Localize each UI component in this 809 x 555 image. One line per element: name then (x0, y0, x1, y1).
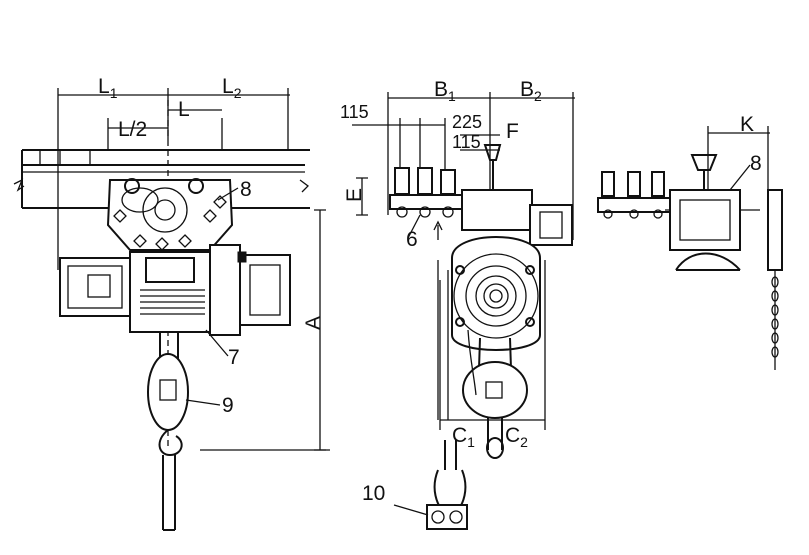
rail-clamps-side (389, 167, 481, 240)
label-dim-115b: 115 (452, 132, 481, 152)
front-view (13, 88, 330, 531)
label-part-8-left: 8 (240, 178, 252, 201)
label-L: L (178, 98, 190, 121)
hook-block-side (437, 260, 528, 459)
label-dim-115: 115 (340, 102, 369, 122)
label-L2: L2 (222, 75, 242, 101)
label-part-6: 6 (406, 228, 418, 251)
hoist-body (59, 244, 291, 336)
rail-clamps-detail (597, 171, 677, 219)
trolley-plate (106, 178, 234, 251)
leader-lines (185, 164, 751, 516)
sling-attachment (426, 440, 468, 530)
drum-side (451, 236, 541, 351)
labels: L1 L/2 L L2 8 7 9 A 115 B1 B2 225 115 F … (98, 75, 762, 505)
chain-detail (767, 189, 783, 370)
label-B2: B2 (520, 78, 542, 104)
label-C1: C1 (452, 424, 475, 450)
label-L1: L1 (98, 75, 118, 101)
hook-block-front (147, 332, 189, 531)
detail-view (597, 126, 783, 370)
label-part-10: 10 (362, 482, 385, 505)
dimension-lines-detail (707, 126, 770, 200)
dimension-lines-side (352, 92, 575, 430)
label-K: K (740, 113, 754, 136)
label-C2: C2 (505, 424, 528, 450)
side-view (352, 92, 575, 530)
label-E: E (343, 188, 366, 202)
label-part-9: 9 (222, 394, 234, 417)
label-dim-225: 225 (452, 112, 482, 132)
trolley-yoke (461, 144, 573, 246)
label-part-8-right: 8 (750, 152, 762, 175)
label-F: F (506, 120, 519, 143)
label-B1: B1 (434, 78, 456, 104)
label-L-half: L/2 (118, 118, 147, 141)
trolley-detail (665, 154, 760, 271)
rail-beam (13, 149, 310, 209)
label-dim-A: A (302, 316, 325, 330)
label-part-7: 7 (228, 346, 240, 369)
